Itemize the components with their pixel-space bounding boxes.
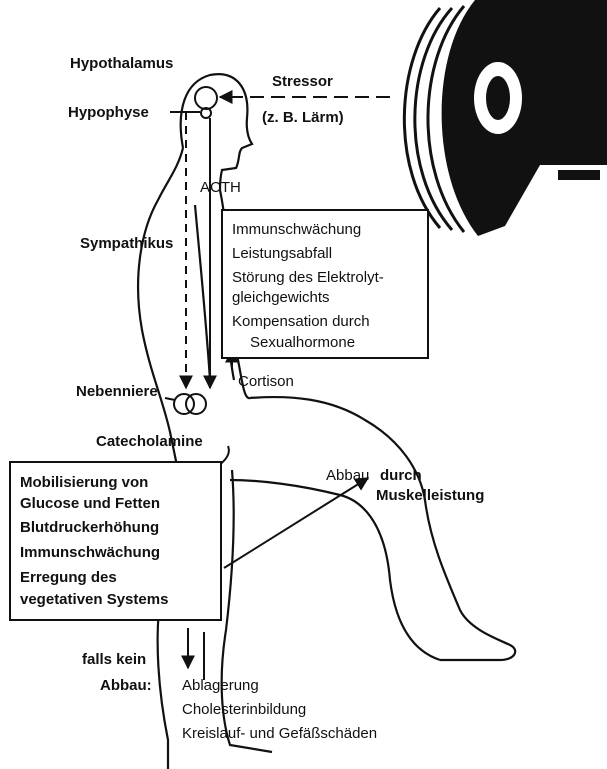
cortison-effect-item: Immunschwächung [232,221,361,238]
cortison-effect-item: Sexualhormone [250,334,355,351]
abbau-colon-label: Abbau: [100,677,152,694]
hypothalamus-label: Hypothalamus [70,55,173,72]
cortison-effect-item: Leistungsabfall [232,245,332,262]
sympathikus-label: Sympathikus [80,235,173,252]
cortison-effect-item: Kompensation durch [232,313,370,330]
catecholamine-effect-item: Mobilisierung von [20,474,148,491]
falls-kein-label: falls kein [82,651,146,668]
stressor-label: Stressor [272,73,333,90]
nebenniere-leader [165,398,175,400]
consequence-item: Cholesterinbildung [182,701,306,718]
nebenniere-label: Nebenniere [76,383,158,400]
hypophyse-label: Hypophyse [68,104,149,121]
cortison-effect-item: gleichgewichts [232,289,330,306]
catecholamine-effect-item: vegetativen Systems [20,591,168,608]
consequence-item: Ablagerung [182,677,259,694]
stressor-example-label: (z. B. Lärm) [262,109,344,126]
abbau-label: Abbau [326,467,369,484]
cortison-label: Cortison [238,373,294,390]
acth-label: ACTH [200,179,241,196]
abbau-durch-label: durch [380,467,422,484]
catecholamine-label: Catecholamine [96,433,203,450]
brain-centers [195,87,217,118]
catecholamine-effect-item: Erregung des [20,569,117,586]
catecholamine-effect-item: Immunschwächung [20,544,160,561]
abbau-arrow [224,478,368,568]
cortison-effect-item: Störung des Elektrolyt- [232,269,384,286]
muskelleistung-label: Muskelleistung [376,487,484,504]
catecholamine-effect-item: Blutdruckerhöhung [20,519,159,536]
adrenal-gland-icon [174,394,206,414]
catecholamine-effect-item: Glucose und Fetten [20,495,160,512]
megaphone-icon [404,0,607,236]
consequence-item: Kreislauf- und Gefäßschäden [182,725,377,742]
